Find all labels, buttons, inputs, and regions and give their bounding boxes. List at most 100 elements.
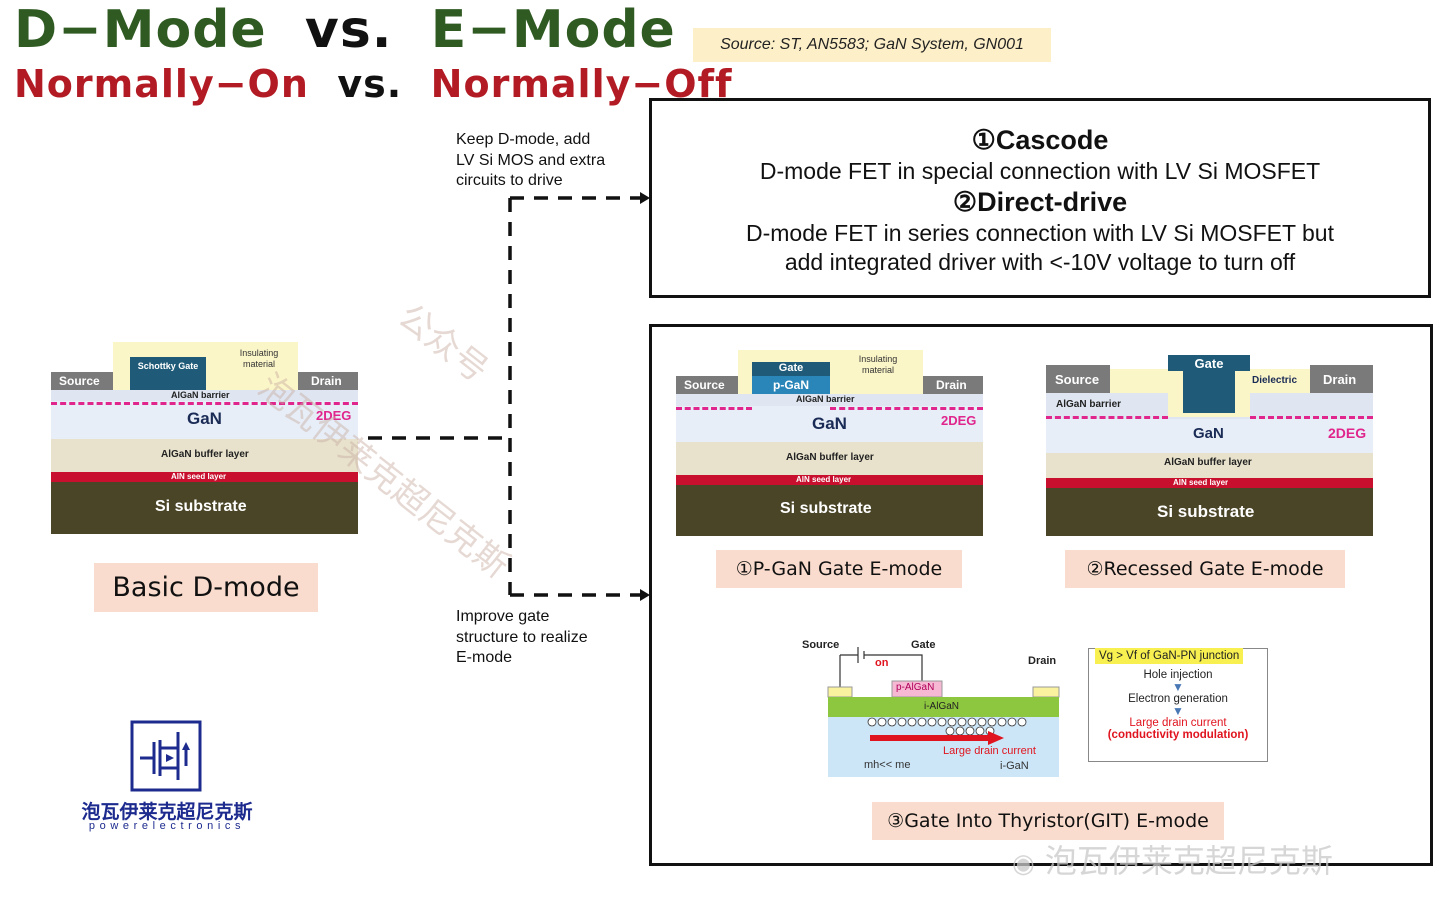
gan-layer: [676, 406, 983, 442]
note-bottom: Improve gate structure to realize E-mode: [456, 607, 588, 669]
igan-label: i-GaN: [1000, 760, 1029, 772]
algan-barrier-label: AlGaN barrier: [171, 390, 230, 400]
gate-label: Schottky Gate: [137, 361, 199, 371]
git-current-label: Large drain current: [943, 745, 1036, 757]
source-pad: [827, 686, 853, 698]
note-top-line: LV Si MOS and extra: [456, 151, 606, 169]
gate-label: Gate: [778, 362, 804, 374]
source-label: Source: [59, 374, 100, 388]
direct-drive-heading: ②Direct-drive: [952, 187, 1128, 217]
direct-drive-desc-1: D-mode FET in series connection with LV …: [745, 220, 1334, 246]
drain-current-arrowhead: [988, 731, 1004, 745]
recessed-emode-diagram: Dielectric Source Drain AlGaN barrier Ga…: [1046, 355, 1373, 536]
seed-label: AlN seed layer: [796, 475, 852, 484]
recessed-caption: ②Recessed Gate E-mode: [1065, 550, 1345, 588]
schottky-gate: [130, 357, 206, 390]
2deg-label: 2DEG: [1328, 425, 1367, 441]
git-on-label: on: [875, 657, 889, 669]
algan-barrier-label: AlGaN barrier: [1056, 399, 1122, 410]
git-step-3b: (conductivity modulation): [1107, 729, 1249, 741]
git-diagram: Source Gate Drain on p-AlGaN i-AlGaN Lar…: [800, 635, 1065, 780]
git-step-2: Electron generation: [1128, 693, 1228, 705]
gan-layer: [51, 401, 358, 439]
drain-contact: [923, 376, 983, 394]
note-bottom-line: Improve gate: [456, 608, 550, 625]
2deg-line-left: [676, 407, 752, 410]
title-line-2: Normally−On vs. Normally−Off: [14, 62, 733, 106]
source-contact: [676, 376, 738, 394]
git-drain-label: Drain: [1028, 655, 1057, 667]
logo-text-cn: 泡瓦伊莱克超尼克斯: [81, 801, 253, 823]
git-mass-label: mh<< me: [864, 759, 911, 771]
cascode-box: ①Cascode D-mode FET in special connectio…: [649, 98, 1431, 298]
gan-label: GaN: [187, 409, 222, 428]
note-bottom-line: structure to realize: [456, 628, 588, 646]
source-label: Source: [684, 378, 725, 392]
2deg-line: [51, 402, 358, 405]
gan-layer: [1046, 419, 1373, 453]
title-normally-on: Normally−On: [14, 62, 309, 106]
buffer-layer: [1046, 453, 1373, 478]
drain-contact: [1310, 365, 1373, 393]
title-emode: E−Mode: [430, 0, 676, 60]
logo-mark: [130, 720, 202, 792]
git-circuit: [827, 647, 1060, 777]
pgan-emode-diagram: Insulating material Gate p-GaN Source Dr…: [676, 350, 983, 536]
buffer-layer: [676, 442, 983, 475]
algan-barrier: [51, 390, 358, 401]
note-top-line: circuits to drive: [456, 172, 563, 189]
2deg-label: 2DEG: [941, 413, 977, 428]
git-mechanism-box: Vg > Vf of GaN-PN junction Hole injectio…: [1088, 648, 1268, 762]
arrowhead-bottom: [640, 589, 650, 601]
note-top-line: Keep D-mode, add: [456, 131, 591, 148]
down-arrow-icon: ▼: [1172, 704, 1184, 718]
substrate-label: Si substrate: [155, 498, 247, 515]
palgan-label: p-AlGaN: [896, 682, 935, 693]
source-label: Source: [1055, 372, 1100, 387]
pgan-caption: ①P-GaN Gate E-mode: [716, 550, 962, 588]
title-line-1: D−Mode vs. E−Mode: [14, 0, 676, 60]
git-source-label: Source: [802, 639, 840, 651]
ialgan-label: i-AlGaN: [924, 701, 960, 712]
seed-label: AlN seed layer: [171, 472, 227, 481]
algan-barrier-label: AlGaN barrier: [796, 394, 855, 404]
source-note: Source: ST, AN5583; GaN System, GN001: [693, 28, 1051, 62]
seed-layer: [1046, 478, 1373, 488]
title-vs: vs.: [304, 0, 393, 60]
cascode-heading: ①Cascode: [971, 125, 1109, 155]
note-bottom-line: E-mode: [456, 649, 513, 666]
basic-dmode-diagram: Insulating material Schottky Gate Source…: [51, 342, 358, 534]
down-arrow-icon: ▼: [1172, 680, 1184, 694]
seed-layer: [676, 475, 983, 485]
git-caption: ③Gate Into Thyristor(GIT) E-mode: [872, 802, 1224, 840]
source-contact: [51, 372, 113, 390]
gan-label: GaN: [1193, 425, 1224, 442]
2deg-line-left: [1046, 416, 1168, 419]
logo-icon: [130, 720, 202, 792]
watermark-bottom: ◉ 泡瓦伊莱克超尼克斯: [1012, 836, 1333, 882]
seed-label: AlN seed layer: [1173, 478, 1229, 487]
cascode-desc: D-mode FET in special connection with LV…: [759, 158, 1321, 184]
note-top: Keep D-mode, add LV Si MOS and extra cir…: [456, 130, 605, 192]
insulating-label: Insulating material: [858, 354, 898, 375]
watermark-bottom-text: 泡瓦伊莱克超尼克斯: [1044, 842, 1333, 880]
igan-layer: [828, 717, 1059, 777]
git-step-3a: Large drain current: [1129, 717, 1227, 729]
source-contact: [1046, 365, 1110, 393]
git-step-1: Hole injection: [1143, 669, 1213, 681]
si-substrate: [51, 482, 358, 534]
pgan-label: p-GaN: [773, 378, 809, 392]
gan-label: GaN: [812, 414, 847, 433]
ialgan-layer: [828, 697, 1059, 717]
buffer-label: AlGaN buffer layer: [1164, 457, 1252, 468]
substrate-label: Si substrate: [780, 500, 872, 517]
logo-text-en: powerelectronics: [88, 820, 246, 832]
algan-barrier: [676, 394, 983, 406]
si-substrate: [676, 485, 983, 536]
buffer-label: AlGaN buffer layer: [161, 449, 249, 460]
2deg-line-right: [830, 407, 983, 410]
electron-row: [867, 717, 1027, 736]
emode-box: [649, 324, 1433, 866]
2deg-line-right: [1250, 416, 1373, 419]
